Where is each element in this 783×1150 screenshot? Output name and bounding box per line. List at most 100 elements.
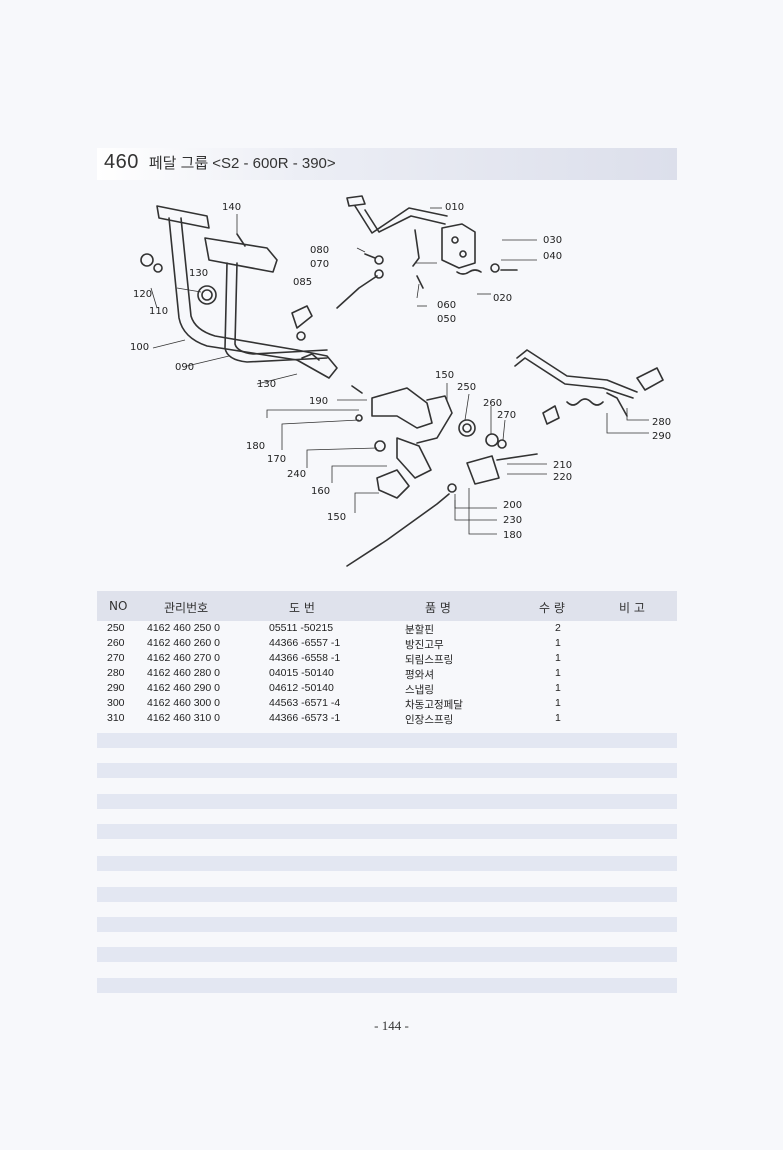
cell-qty: 1	[555, 697, 561, 709]
section-number: 460	[104, 151, 139, 173]
cell-drawing-no: 44366 -6558 -1	[269, 652, 341, 664]
callout-160: 150	[327, 512, 346, 523]
callout-120: 120	[133, 289, 152, 300]
callout-080: 080	[310, 245, 329, 256]
callout-090: 090	[175, 362, 194, 373]
cell-part-name: 되림스프링	[405, 654, 454, 666]
cell-part-code: 4162 460 300 0	[147, 697, 220, 709]
section-name: 페달 그룹	[148, 155, 209, 172]
cell-qty: 1	[555, 667, 561, 679]
washer-280	[485, 433, 499, 447]
callout-130b: 130	[257, 379, 276, 390]
washer-030	[490, 263, 500, 273]
cell-drawing-no: 05511 -50215	[269, 622, 334, 634]
rod-200	[346, 493, 450, 567]
callout-230: 190	[309, 396, 328, 407]
cell-drawing-no: 44563 -6571 -4	[269, 697, 341, 709]
cell-no: 280	[107, 667, 125, 679]
cell-part-code: 4162 460 280 0	[147, 667, 220, 679]
cell-drawing-no: 44366 -6557 -1	[269, 637, 341, 649]
callout-220: 230	[503, 515, 522, 526]
snapring-290	[497, 439, 507, 449]
cell-qty: 2	[555, 622, 561, 634]
rubber-260	[374, 440, 386, 452]
callout-300: 280	[652, 417, 671, 428]
callout-140: 140	[222, 202, 241, 213]
callout-290: 270	[497, 410, 516, 421]
bracket-020	[441, 223, 476, 269]
pedal-300	[516, 349, 638, 393]
block-210	[466, 455, 500, 485]
spring-270	[458, 419, 476, 437]
callout-190: 180	[246, 441, 265, 452]
page-number: - 144 -	[374, 1018, 409, 1033]
section-title-bar	[97, 148, 677, 180]
pedal-bracket	[296, 349, 338, 379]
header-remarks: 비 고	[619, 601, 645, 615]
callout-210: 200	[503, 500, 522, 511]
header-drawing-no: 도 번	[289, 601, 315, 615]
callout-010: 010	[445, 202, 464, 213]
cell-no: 260	[107, 637, 125, 649]
cell-no: 250	[107, 622, 125, 634]
parts-table-body: 250 4162 460 250 0 05511 -50215 분할핀 2 260 4162…	[97, 621, 677, 726]
cell-no: 300	[107, 697, 125, 709]
empty-row	[97, 947, 677, 962]
empty-row	[97, 856, 677, 871]
bracket-150	[371, 387, 433, 429]
pin-070	[374, 255, 384, 265]
callout-050: 050	[437, 314, 456, 325]
callout-040: 040	[543, 251, 562, 262]
cell-drawing-no: 04612 -50140	[269, 682, 334, 694]
callout-085: 085	[293, 277, 312, 288]
parts-table: NO 관리번호 도 번 품 명 수 량 비 고 250 4162 460 250 …	[97, 591, 677, 726]
cell-part-code: 4162 460 290 0	[147, 682, 220, 694]
cell-part-code: 4162 460 270 0	[147, 652, 220, 664]
empty-row	[97, 824, 677, 839]
callout-270: 250	[457, 382, 476, 393]
rod-085	[336, 275, 378, 309]
section-title: 460 페달 그룹 <S2 - 600R - 390>	[104, 151, 336, 177]
callout-180: 170	[267, 454, 286, 465]
callout-150: 150	[435, 370, 454, 381]
cell-qty: 1	[555, 682, 561, 694]
spring-130	[197, 285, 217, 305]
cell-no: 290	[107, 682, 125, 694]
cell-part-name: 방진고무	[405, 639, 444, 651]
cell-part-name: 차동고정페달	[405, 699, 463, 711]
callout-170: 160	[311, 486, 330, 497]
empty-row	[97, 794, 677, 809]
cell-part-code: 4162 460 250 0	[147, 622, 220, 634]
cell-no: 310	[107, 712, 125, 724]
callout-060: 060	[437, 300, 456, 311]
empty-row	[97, 978, 677, 993]
empty-row	[97, 733, 677, 748]
cell-qty: 1	[555, 652, 561, 664]
callout-130a: 130	[189, 268, 208, 279]
cell-drawing-no: 44366 -6573 -1	[269, 712, 341, 724]
empty-row	[97, 763, 677, 778]
cell-part-code: 4162 460 310 0	[147, 712, 220, 724]
section-model: <S2 - 600R - 390>	[212, 155, 336, 172]
cell-part-name: 인장스프링	[405, 714, 454, 726]
parts-table-header: NO 관리번호 도 번 품 명 수 량 비 고	[97, 591, 677, 621]
cell-part-code: 4162 460 260 0	[147, 637, 220, 649]
header-part-name: 품 명	[425, 601, 451, 615]
bracket-160	[376, 469, 410, 499]
callout-020: 020	[493, 293, 512, 304]
header-part-code: 관리번호	[164, 601, 209, 615]
cell-part-name: 분할핀	[405, 624, 434, 636]
callout-260: 240	[287, 469, 306, 480]
callout-280: 260	[483, 398, 502, 409]
cell-no: 270	[107, 652, 125, 664]
table-row: 270 4162 460 270 0 44366 -6558 -1 되림스프링 1	[97, 651, 677, 666]
table-row: 250 4162 460 250 0 05511 -50215 분할핀 2	[97, 621, 677, 636]
callout-100: 100	[130, 342, 149, 353]
empty-row	[97, 917, 677, 932]
callout-200: 180	[503, 530, 522, 541]
